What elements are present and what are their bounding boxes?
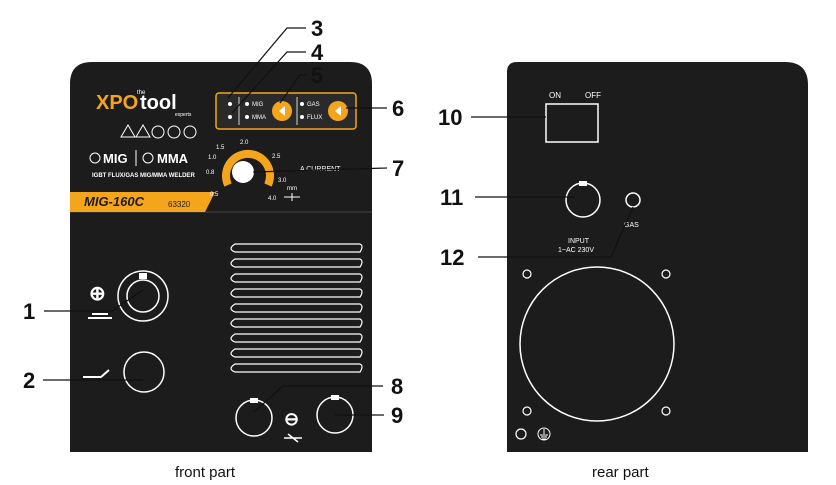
- mig-torch-icon: [83, 369, 110, 378]
- callout-number: 7: [392, 156, 404, 181]
- dial-tick: 1.5: [216, 145, 225, 151]
- dial-tick: 0.8: [206, 170, 215, 176]
- on-label: ON: [549, 91, 561, 100]
- subtitle: IGBT FLUX/GAS MIG/MMA WELDER: [92, 173, 195, 179]
- callout-number: 3: [311, 16, 323, 41]
- ground-clamp-icon: [284, 433, 302, 443]
- callout-number: 2: [23, 368, 35, 393]
- screw-holes: [515, 269, 671, 440]
- mm-label: mm: [287, 186, 297, 192]
- off-label: OFF: [585, 91, 601, 100]
- ground-icon: [537, 427, 551, 441]
- brand-experts: experts: [175, 112, 192, 118]
- callout-number: 5: [311, 63, 323, 88]
- positive-socket[interactable]: [117, 270, 169, 322]
- manual-icon: [151, 125, 165, 139]
- brand-tool: tool: [140, 92, 177, 114]
- front-caption: front part: [175, 464, 236, 481]
- switch-flux-label: FLUX: [307, 115, 322, 121]
- info-icon: [183, 125, 197, 139]
- rear-caption: rear part: [592, 464, 649, 481]
- dial-tick: 3.0: [278, 178, 287, 184]
- wire-size-icon: [284, 193, 300, 201]
- rear-panel: [507, 62, 808, 452]
- shock-icon: [167, 125, 181, 139]
- switch-mma-label: MMA: [252, 115, 266, 121]
- mig-icon: [89, 152, 101, 164]
- callout-number: 10: [438, 105, 462, 130]
- mig-label: MIG: [103, 151, 128, 166]
- brand-the: the: [137, 90, 146, 96]
- brand-xpo: XPO: [96, 92, 138, 114]
- dial-ticks: 0.5 0.8 1.0 1.5 2.0 2.5 3.0 4.0: [206, 140, 287, 202]
- mma-icon: [142, 152, 154, 164]
- callout-number: 4: [311, 40, 324, 65]
- input-voltage: 1~AC 230V: [558, 247, 594, 254]
- fan-grille: [519, 266, 675, 422]
- ground-screw: [515, 428, 527, 440]
- torch-symbol-icon: [88, 313, 112, 319]
- torch-socket[interactable]: [123, 351, 165, 393]
- dial-tick: 4.0: [268, 196, 277, 202]
- mma-label: MMA: [157, 151, 189, 166]
- plus-icon: ⊕: [89, 283, 106, 305]
- callout-number: 6: [392, 96, 404, 121]
- callout-number: 1: [23, 299, 35, 324]
- current-dial[interactable]: [222, 149, 274, 187]
- gas-label: GAS: [624, 222, 639, 229]
- dial-tick: 0.5: [210, 192, 219, 198]
- model-band: [70, 192, 215, 212]
- callout-number: 9: [391, 403, 403, 428]
- callout-number: 8: [391, 374, 403, 399]
- warning-triangle-icon: [120, 124, 136, 138]
- dial-tick: 1.0: [208, 155, 217, 161]
- model-name: MIG-160C: [84, 194, 145, 209]
- input-label: INPUT: [568, 238, 590, 245]
- callout-lines: [43, 27, 634, 416]
- dial-tick: 2.0: [240, 140, 249, 146]
- callout-number: 11: [440, 185, 463, 210]
- dial-tick: 2.5: [272, 154, 281, 160]
- model-code: 63320: [168, 200, 191, 209]
- switch-gas-label: GAS: [307, 102, 320, 108]
- warning-icons: [120, 124, 197, 139]
- power-switch[interactable]: [545, 103, 599, 143]
- warning-triangle-icon: [135, 124, 151, 138]
- switch-mig-label: MIG: [252, 102, 264, 108]
- callout-number: 12: [440, 245, 464, 270]
- front-vents: [230, 243, 363, 373]
- minus-icon: ⊖: [284, 409, 299, 429]
- input-cable-port[interactable]: [565, 181, 601, 218]
